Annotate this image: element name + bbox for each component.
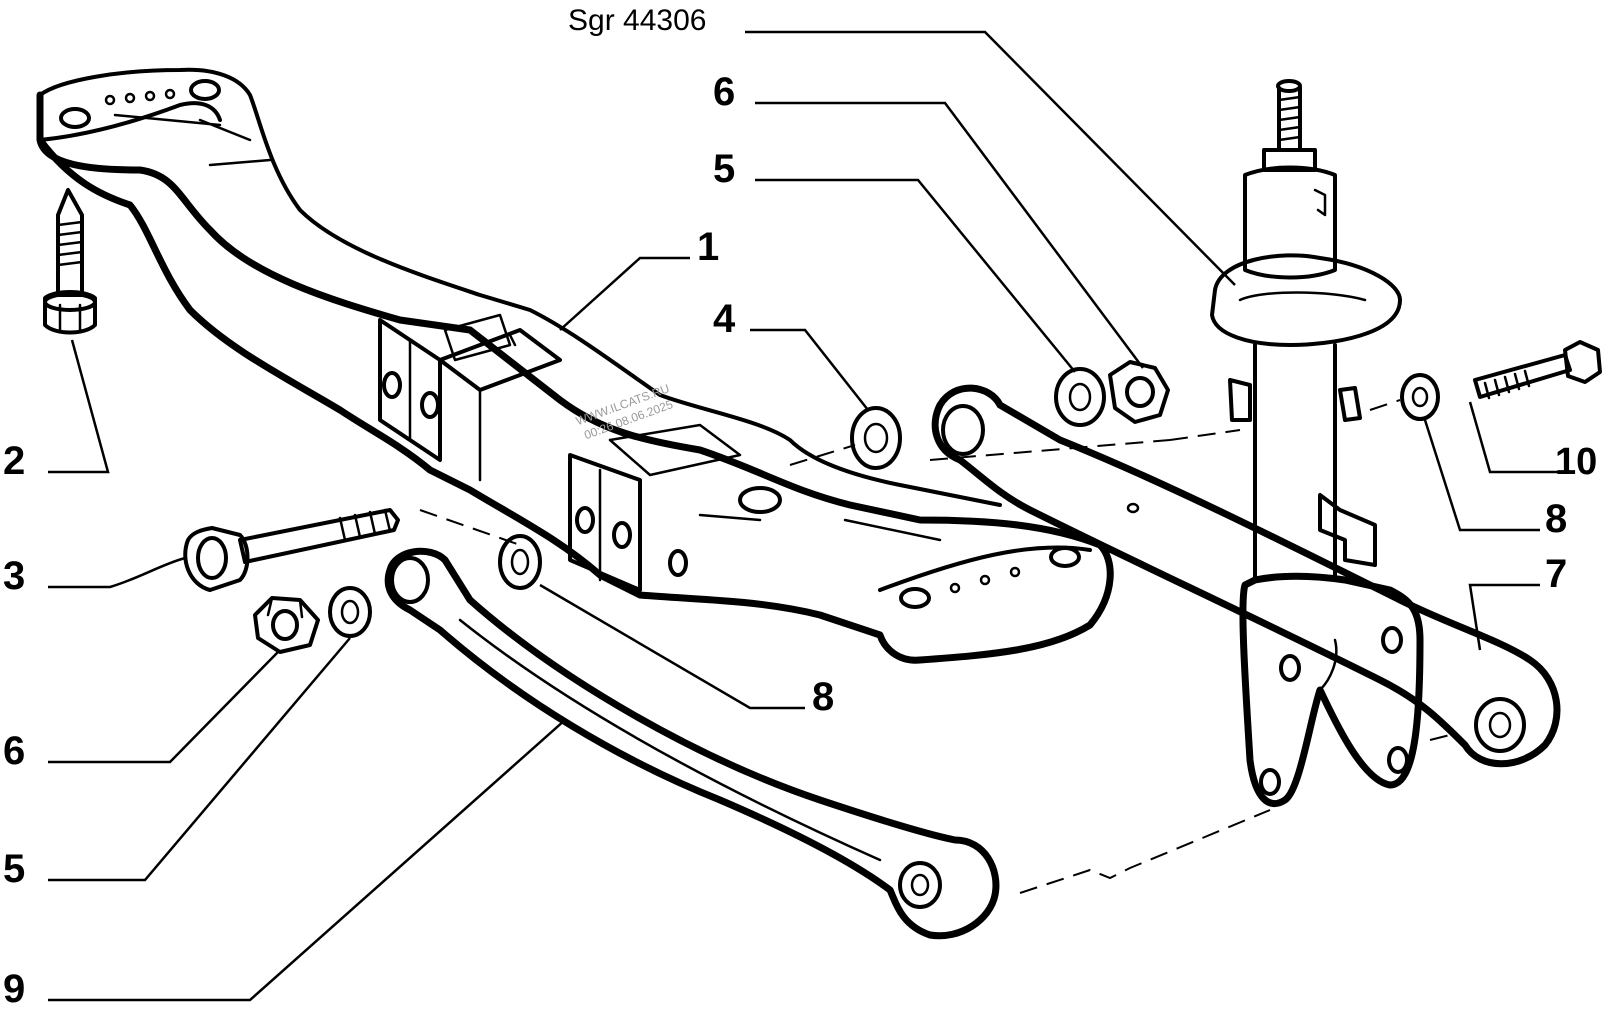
washer-5-top-part	[1054, 367, 1106, 427]
callout-1: 1	[697, 225, 719, 269]
callout-6-bottom: 6	[3, 729, 25, 773]
callout-8-right: 8	[1545, 497, 1567, 541]
callout-5-bottom: 5	[3, 847, 25, 891]
strut-part	[1210, 79, 1424, 808]
nut-6-left-part	[253, 596, 320, 654]
callout-7: 7	[1545, 552, 1567, 596]
callout-5-top: 5	[713, 147, 735, 191]
callout-2: 2	[3, 439, 25, 483]
bolt-2-part	[43, 188, 97, 335]
callout-9: 9	[3, 967, 25, 1011]
washer-5-left-part	[328, 586, 372, 638]
callout-8-center: 8	[812, 675, 834, 719]
washer-8-right-part	[1400, 373, 1440, 421]
assembly-lines	[419, 399, 1451, 894]
nut-6-top-part	[1108, 360, 1170, 424]
reference-code: Sgr 44306	[568, 4, 706, 37]
rear-arm-part	[931, 384, 1561, 768]
bolt-3-part	[183, 508, 400, 592]
callout-3: 3	[3, 554, 25, 598]
front-arm-part	[384, 547, 1000, 940]
washer-8-center-part	[498, 534, 542, 590]
leader-lines	[48, 30, 1568, 1002]
callout-6-top: 6	[713, 70, 735, 114]
callout-4: 4	[713, 297, 736, 341]
crossmember-part	[36, 67, 1114, 664]
bushing-4-part	[850, 406, 902, 470]
bolt-10-part	[1473, 340, 1602, 400]
callout-10: 10	[1555, 441, 1597, 483]
